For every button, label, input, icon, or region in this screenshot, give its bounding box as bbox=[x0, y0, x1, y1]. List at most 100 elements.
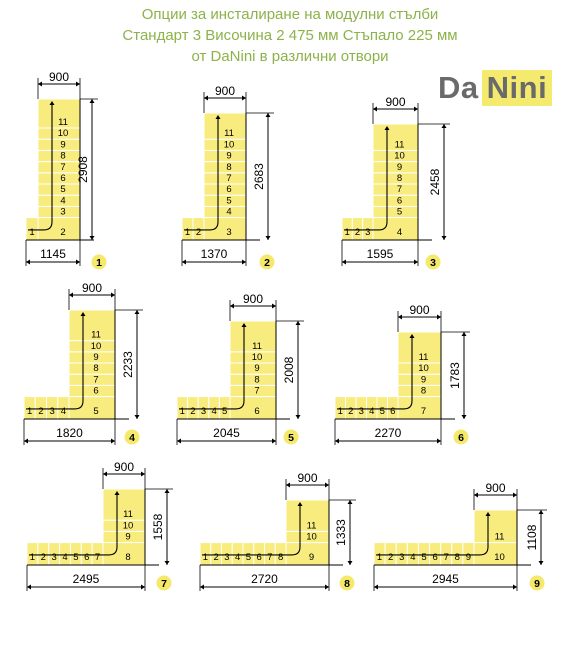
dimension-arrow bbox=[347, 500, 353, 504]
step-number: 2 bbox=[348, 406, 353, 417]
dimension-arrow bbox=[265, 236, 271, 240]
step-number: 11 bbox=[252, 341, 262, 352]
dimension-arrow bbox=[342, 259, 346, 265]
column-step bbox=[203, 172, 247, 185]
variant-badge bbox=[259, 254, 275, 270]
step-number: 4 bbox=[211, 406, 216, 417]
column-step bbox=[68, 309, 116, 342]
dimension-arrow bbox=[474, 492, 478, 498]
column-step bbox=[102, 530, 146, 544]
variant-badge-number: 1 bbox=[96, 257, 102, 269]
step-number: 2 bbox=[196, 227, 201, 238]
walking-line-arrow bbox=[114, 491, 120, 495]
dimension-arrow bbox=[89, 236, 95, 240]
height-label: 1558 bbox=[151, 513, 165, 540]
variant-badge-number: 8 bbox=[344, 578, 350, 590]
step-number: 1 bbox=[338, 406, 343, 417]
title-line-1: Опции за инсталиране на модулни стълби bbox=[141, 6, 439, 23]
column-step bbox=[203, 161, 247, 174]
dimension-arrow bbox=[242, 259, 246, 265]
column-step bbox=[372, 183, 419, 196]
step-number: 4 bbox=[62, 552, 67, 563]
dimension-arrow bbox=[230, 303, 234, 309]
step-number: 6 bbox=[432, 552, 437, 563]
step-width-label: 900 bbox=[385, 95, 405, 109]
step-number: 9 bbox=[466, 552, 471, 563]
step-number: 1 bbox=[377, 552, 382, 563]
step-number: 4 bbox=[410, 552, 415, 563]
dimension-arrow bbox=[325, 482, 329, 488]
step-number: 7 bbox=[444, 552, 449, 563]
step-number: 1 bbox=[345, 227, 350, 238]
dimension-arrow bbox=[538, 561, 544, 565]
step-number: 4 bbox=[61, 406, 66, 417]
step-number: 6 bbox=[256, 552, 261, 563]
dimension-arrow bbox=[437, 314, 441, 320]
step-number: 1 bbox=[203, 552, 208, 563]
column-step bbox=[37, 161, 81, 174]
dimension-arrow bbox=[111, 438, 115, 444]
walking-line bbox=[29, 495, 118, 556]
height-label: 1783 bbox=[448, 362, 462, 389]
variant-badge bbox=[529, 575, 545, 591]
step-width-label: 900 bbox=[114, 460, 134, 474]
variant-badge bbox=[339, 575, 355, 591]
walking-line bbox=[179, 327, 245, 410]
step-number: 10 bbox=[91, 341, 102, 352]
dimension-arrow bbox=[538, 510, 544, 514]
landing-step bbox=[285, 542, 330, 566]
column-step bbox=[37, 98, 81, 129]
step-number: 4 bbox=[235, 552, 240, 563]
step-number: 1 bbox=[185, 227, 190, 238]
step-number: 10 bbox=[394, 151, 405, 162]
walking-line bbox=[28, 105, 53, 231]
step-number: 6 bbox=[60, 173, 65, 184]
column-step bbox=[37, 149, 81, 163]
step-number: 6 bbox=[93, 386, 98, 397]
step-number: 10 bbox=[58, 128, 69, 139]
step-number: 11 bbox=[224, 128, 234, 139]
step-number: 4 bbox=[369, 406, 374, 417]
landing-step bbox=[37, 217, 81, 241]
column-step bbox=[68, 351, 116, 364]
walking-line bbox=[202, 506, 301, 556]
column-step bbox=[397, 373, 442, 386]
landing-step bbox=[68, 396, 116, 420]
height-label: 2008 bbox=[282, 356, 296, 383]
column-step bbox=[203, 112, 247, 140]
step-number: 7 bbox=[60, 162, 65, 173]
step-number: 6 bbox=[254, 406, 259, 417]
step-number: 3 bbox=[49, 406, 54, 417]
step-number: 9 bbox=[421, 374, 426, 385]
step-number: 9 bbox=[226, 151, 231, 162]
step-number: 7 bbox=[226, 173, 231, 184]
step-width-label: 900 bbox=[243, 292, 263, 306]
variant-badge-number: 5 bbox=[288, 432, 294, 444]
column-step bbox=[229, 362, 277, 375]
danini-logo: Da Nini bbox=[438, 70, 553, 106]
step-number: 8 bbox=[455, 552, 460, 563]
walking-line-arrow bbox=[241, 323, 247, 327]
variant-badge-number: 9 bbox=[534, 578, 540, 590]
dimension-arrow bbox=[76, 259, 80, 265]
step-number: 6 bbox=[84, 552, 89, 563]
step-number: 7 bbox=[421, 406, 426, 417]
step-number: 2 bbox=[190, 406, 195, 417]
variant-badge bbox=[283, 429, 299, 445]
step-number: 10 bbox=[306, 532, 317, 543]
variant-badge bbox=[453, 429, 469, 445]
title-line-3: от DaNini в различни отвори bbox=[191, 48, 389, 65]
walking-line bbox=[26, 316, 84, 410]
step-number: 9 bbox=[93, 352, 98, 363]
dimension-arrow bbox=[103, 471, 107, 477]
step-number: 5 bbox=[73, 552, 78, 563]
walking-line-arrow bbox=[215, 115, 221, 119]
dimension-arrow bbox=[373, 106, 377, 112]
width-label: 2720 bbox=[251, 572, 278, 586]
step-number: 2 bbox=[60, 227, 65, 238]
variant-badge-number: 2 bbox=[264, 257, 270, 269]
